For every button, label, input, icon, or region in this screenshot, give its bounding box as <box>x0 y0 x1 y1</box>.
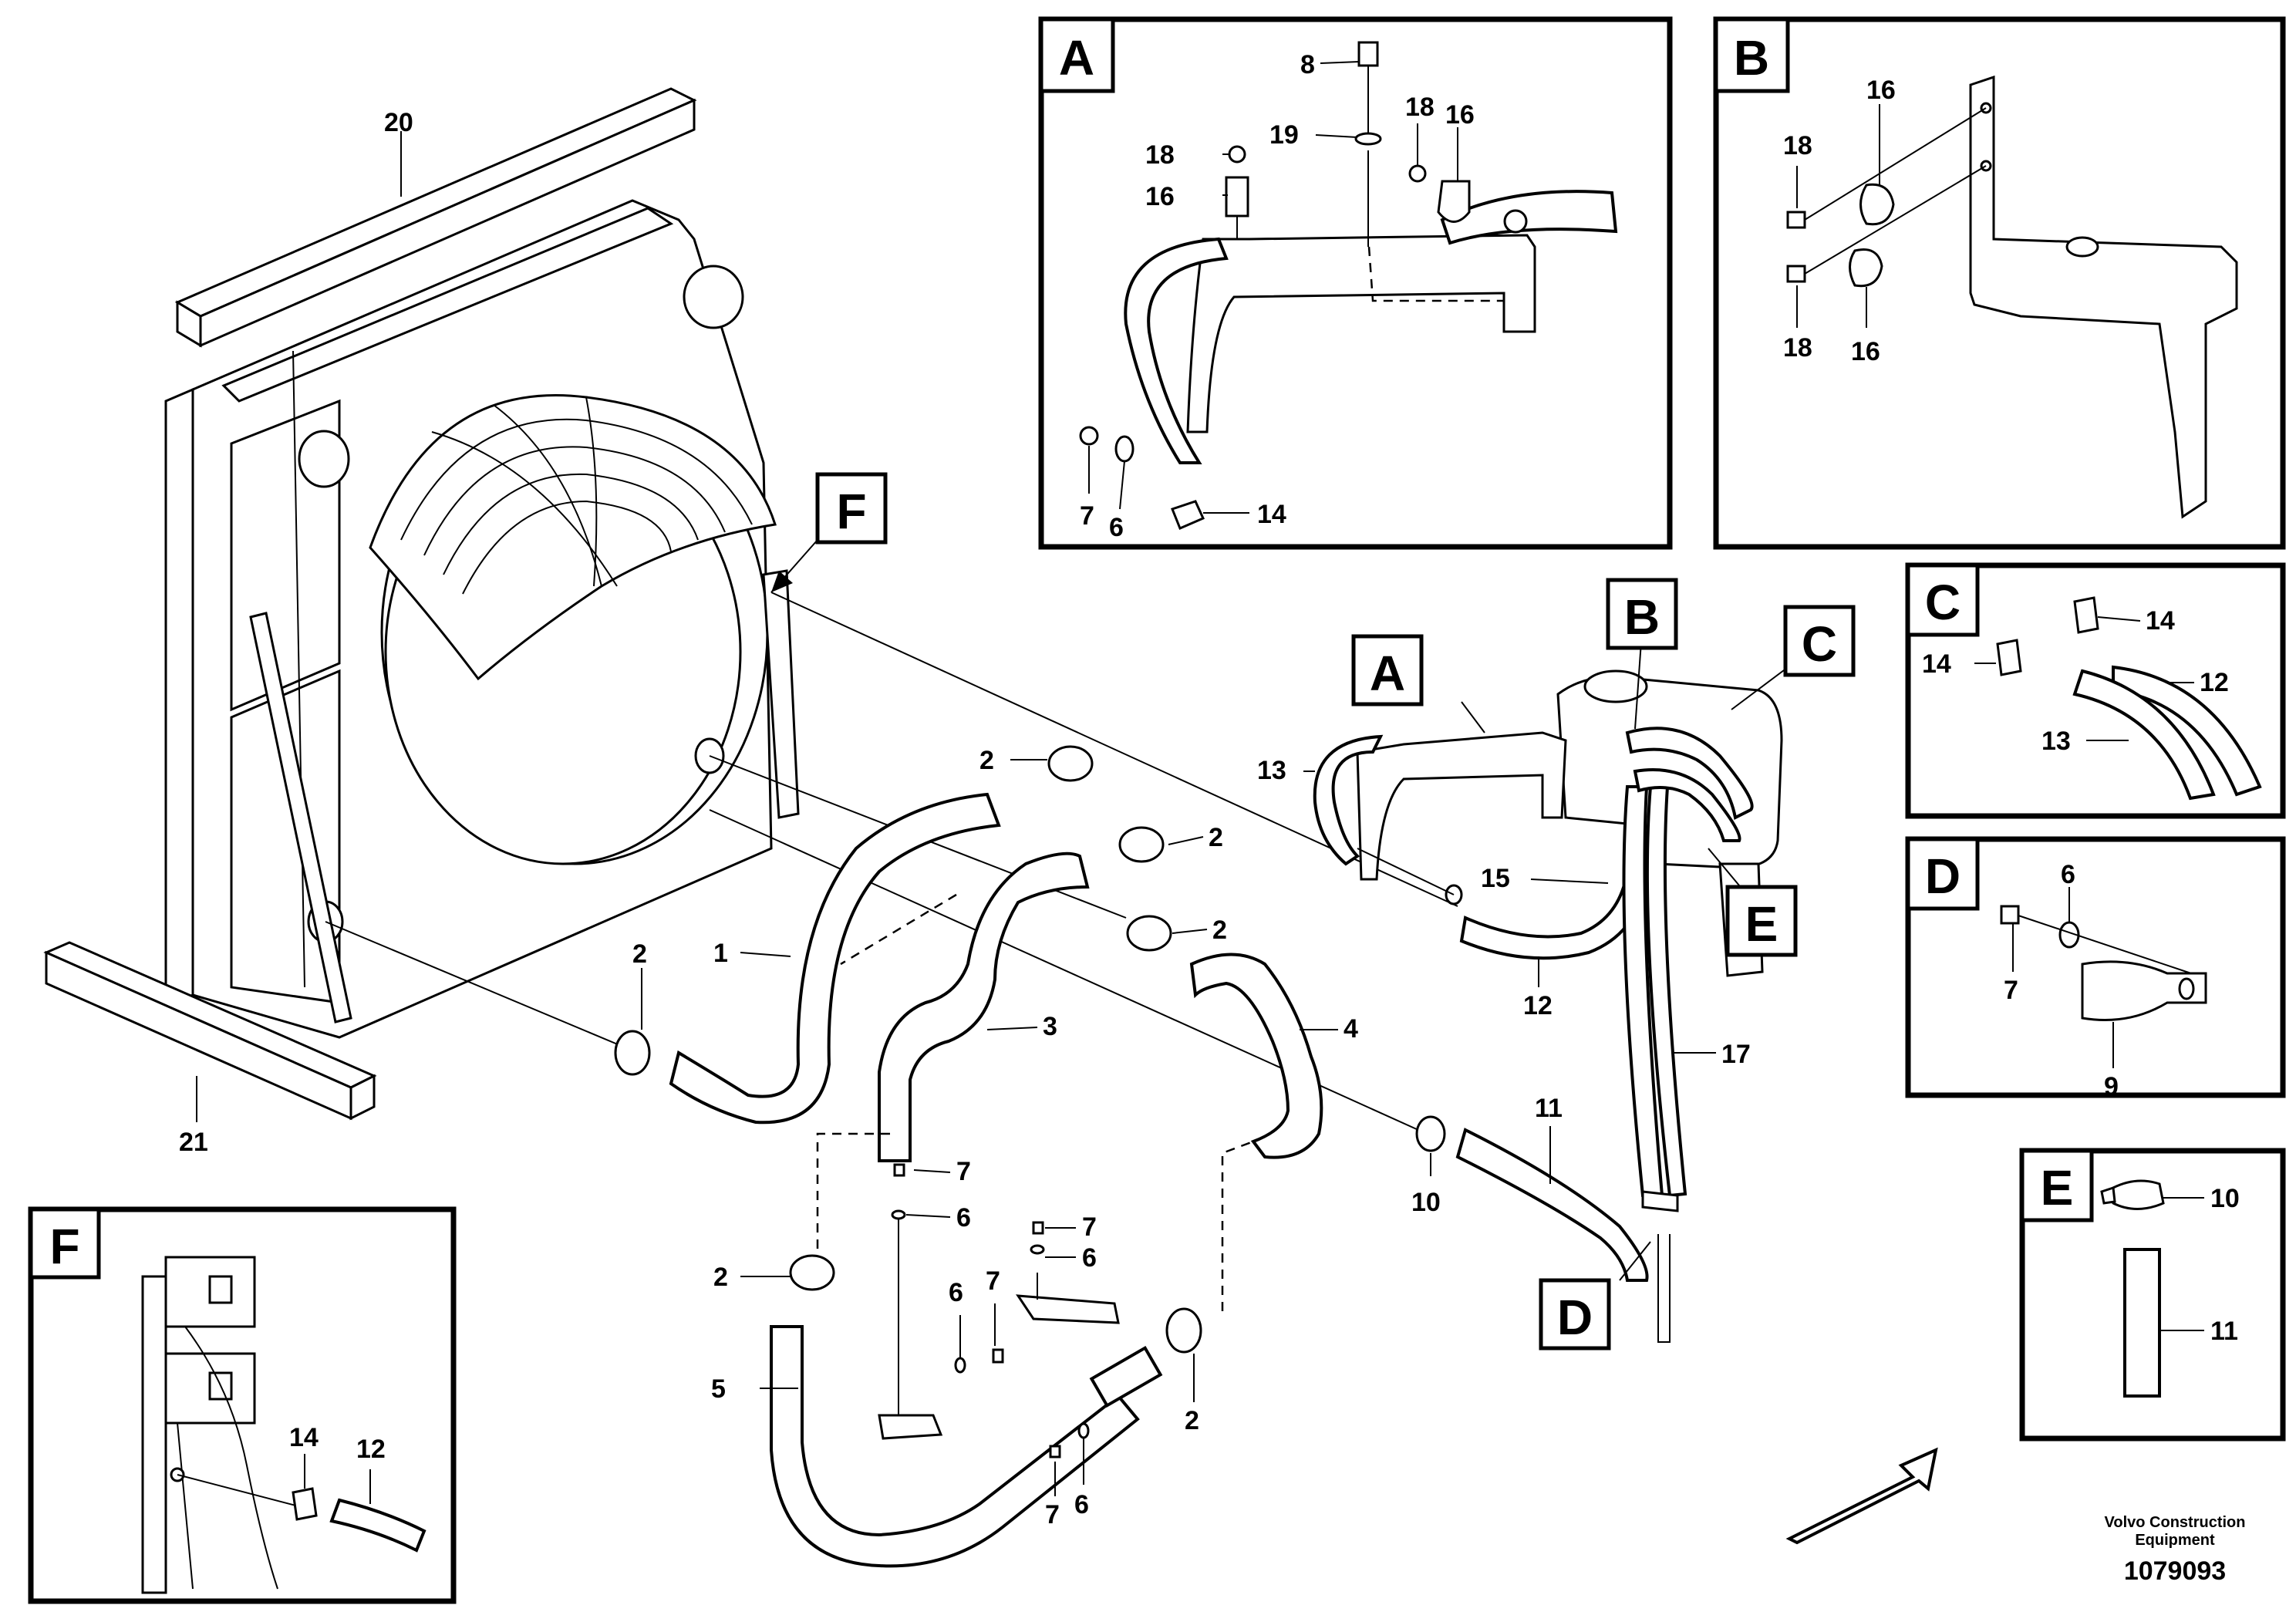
callout-label: C <box>1925 575 1961 630</box>
callout-label: D <box>1925 848 1961 904</box>
callout-label: C <box>1802 616 1837 672</box>
callout-label: B <box>1624 589 1660 645</box>
callout-label: 2 <box>1212 916 1227 945</box>
callout-label: 4 <box>1344 1014 1358 1044</box>
detail-panel-e: E 10 11 <box>2019 1148 2286 1442</box>
callout-label: 11 <box>1535 1094 1563 1123</box>
callout-label: 8 <box>1300 50 1315 79</box>
callout-label: 5 <box>711 1374 726 1404</box>
detail-panel-b: B 16 18 18 16 <box>1713 16 2286 550</box>
callout-label: 18 <box>1405 93 1435 122</box>
callout-label: 7 <box>2004 976 2018 1005</box>
callout-label: 3 <box>1043 1012 1057 1041</box>
callout-label: 2 <box>713 1263 728 1292</box>
callout-label: 14 <box>1922 649 1951 679</box>
callout-label: 21 <box>179 1128 208 1157</box>
callout-label: 6 <box>2061 860 2075 889</box>
callout-label: 2 <box>632 939 647 969</box>
detail-panel-d: D 7 6 9 <box>1905 836 2286 1101</box>
detail-panel-c: C 14 14 12 13 <box>1905 562 2286 819</box>
company-line2: Equipment <box>2135 1532 2215 1549</box>
radiator-assembly: 20 21 <box>43 87 800 1157</box>
callout-label: 9 <box>2104 1072 2119 1101</box>
direction-arrow-icon <box>1785 1447 1938 1545</box>
callout-label: 10 <box>2210 1184 2240 1213</box>
callout-label: 18 <box>1783 131 1812 160</box>
callout-label: 7 <box>1045 1500 1060 1529</box>
callout-label: 11 <box>2210 1317 2238 1346</box>
callout-label: 2 <box>1185 1406 1199 1435</box>
callout-label: 19 <box>1269 120 1299 150</box>
callout-label: 13 <box>1257 756 1286 785</box>
callout-label: 6 <box>1109 513 1124 542</box>
expansion-tank-assembly: 13 15 12 17 11 10 A B C E D <box>1257 578 1856 1351</box>
callout-label: 2 <box>979 746 994 775</box>
callout-label: 6 <box>1082 1243 1097 1273</box>
callout-label: 6 <box>956 1203 971 1233</box>
callout-label: 18 <box>1145 140 1175 170</box>
callout-label: 14 <box>2146 606 2175 636</box>
callout-label: 7 <box>986 1266 1000 1296</box>
callout-label: 2 <box>1209 823 1223 852</box>
callout-label: 15 <box>1481 864 1510 893</box>
callout-label: 6 <box>1074 1490 1089 1519</box>
callout-label: F <box>836 484 866 539</box>
callout-label: 7 <box>1082 1212 1097 1242</box>
callout-label: 14 <box>289 1423 319 1452</box>
callout-label: 1 <box>713 939 728 968</box>
callout-label: 12 <box>2200 668 2229 697</box>
callout-label: 7 <box>956 1157 971 1186</box>
drawing-number: 1079093 <box>2124 1556 2226 1586</box>
footer: Volvo Construction Equipment 1079093 <box>2105 1514 2246 1586</box>
callout-label: E <box>2041 1160 2074 1216</box>
callout-label: 17 <box>1721 1040 1751 1069</box>
callout-label: E <box>1745 896 1778 952</box>
hoses: 7 6 7 6 6 7 7 6 2 2 2 2 2 2 1 3 4 5 <box>325 745 1428 1568</box>
callout-label: B <box>1734 30 1769 86</box>
callout-label: A <box>1370 646 1405 701</box>
callout-label: D <box>1557 1290 1593 1345</box>
callout-label: A <box>1059 30 1094 86</box>
callout-label: F <box>49 1219 79 1274</box>
callout-label: 14 <box>1257 500 1286 529</box>
detail-panel-a: A 8 19 18 16 <box>1038 16 1673 550</box>
callout-label: 16 <box>1851 337 1880 366</box>
callout-label: 10 <box>1411 1188 1441 1217</box>
callout-label: 12 <box>1523 991 1553 1020</box>
detail-panel-f: F 14 12 <box>28 1206 457 1604</box>
company-line1: Volvo Construction <box>2105 1514 2246 1531</box>
callout-label: 18 <box>1783 333 1812 363</box>
callout-label: 16 <box>1866 76 1896 105</box>
callout-label: 7 <box>1080 501 1094 531</box>
callout-label: 6 <box>949 1278 963 1307</box>
callout-label: 13 <box>2041 727 2071 756</box>
callout-label: 16 <box>1145 182 1175 211</box>
callout-label: 12 <box>356 1435 386 1464</box>
callout-label: 16 <box>1445 100 1475 130</box>
callout-label: 20 <box>384 108 413 137</box>
